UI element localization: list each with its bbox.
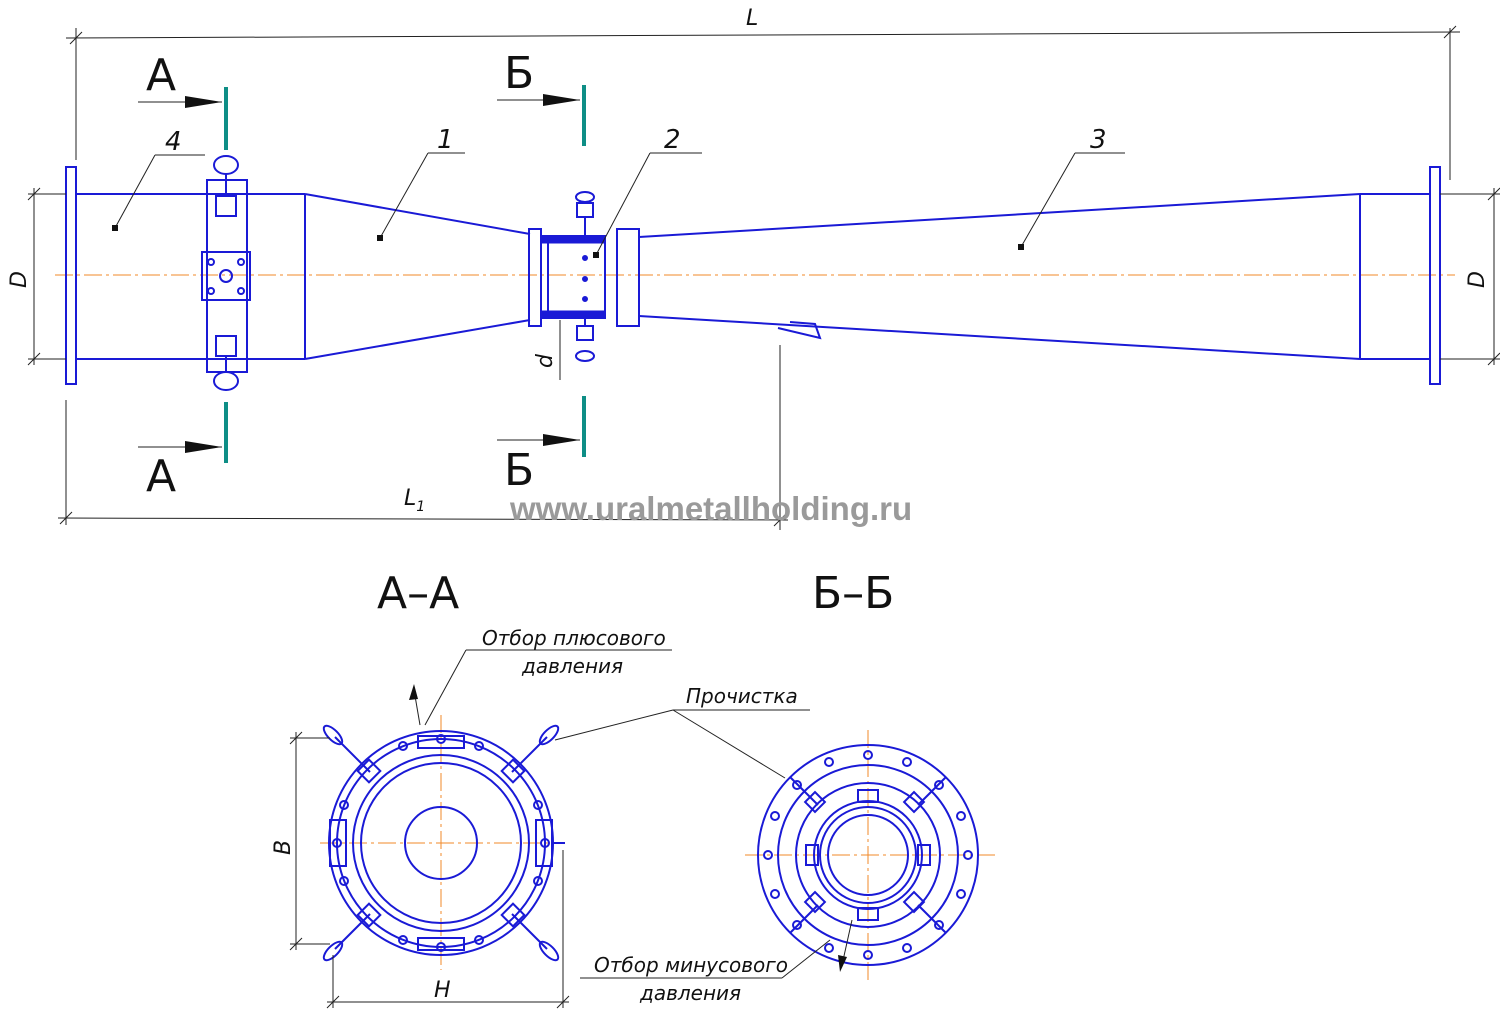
section-a-cleaning-plugs	[322, 724, 560, 962]
section-a-title: А–А	[377, 568, 459, 619]
section-a-bottom-label: А	[146, 451, 176, 502]
note-minus-pressure-line1: Отбор минусового	[594, 953, 788, 977]
watermark-url: www.uralmetallholding.ru	[509, 490, 912, 527]
dimension-D-left: D	[7, 187, 66, 366]
section-a-cut: А А	[138, 50, 228, 502]
callout-3: 3	[1018, 125, 1125, 250]
dimension-D-right-label: D	[1465, 271, 1490, 288]
section-b-top-label: Б	[504, 48, 534, 99]
callout-3-label: 3	[1090, 125, 1107, 155]
section-b-cleaning-plugs	[789, 776, 947, 934]
note-cleaning-label: Прочистка	[686, 684, 798, 708]
note-plus-pressure-line1: Отбор плюсового	[482, 626, 666, 650]
section-b-bottom-label: Б	[504, 445, 534, 496]
callout-4: 4	[112, 127, 205, 231]
dimension-L1-label: L1	[404, 486, 425, 515]
venturi-body	[65, 166, 1441, 385]
callout-1-label: 1	[437, 125, 454, 155]
section-a-top-label: А	[146, 50, 176, 101]
section-b-bolt-holes	[763, 750, 973, 960]
piezometer-ring-inlet	[201, 155, 251, 391]
dimension-L-label: L	[746, 6, 758, 31]
dimension-d: d	[533, 320, 561, 380]
dimension-d-label: d	[533, 353, 558, 368]
dimension-L: L	[65, 6, 1461, 180]
section-b-cut: Б Б	[497, 48, 586, 496]
note-plus-pressure-line2: давления	[521, 654, 623, 678]
callout-2-label: 2	[664, 125, 681, 155]
note-plus-pressure: Отбор плюсового давления	[424, 626, 672, 726]
callout-1: 1	[377, 125, 465, 241]
callout-2: 2	[593, 125, 702, 258]
section-a-view: B H	[271, 684, 570, 1009]
note-minus-pressure-line2: давления	[639, 981, 741, 1005]
section-b-view	[745, 730, 995, 980]
dimension-L1: L1	[57, 345, 789, 530]
callout-4-label: 4	[165, 127, 182, 157]
dimension-D-right: D	[1440, 187, 1500, 366]
note-minus-pressure: Отбор минусового давления	[580, 939, 831, 1005]
dimension-H-label: H	[434, 978, 451, 1003]
section-b-title: Б–Б	[812, 568, 894, 619]
note-cleaning: Прочистка	[554, 684, 810, 779]
dimension-D-left-label: D	[7, 271, 32, 288]
throat-valves	[575, 191, 595, 362]
dimension-B-label: B	[271, 840, 296, 855]
